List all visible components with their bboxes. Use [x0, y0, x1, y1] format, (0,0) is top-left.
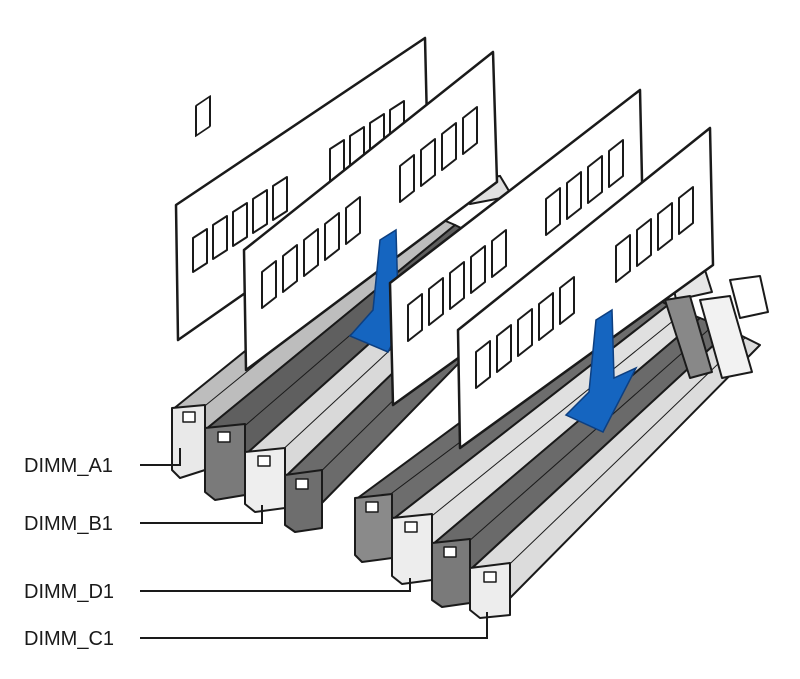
label-dimm-a1: DIMM_A1	[24, 455, 113, 477]
label-dimm-d1: DIMM_D1	[24, 581, 114, 603]
memory-module-front-left	[242, 50, 499, 372]
latch-d1	[391, 513, 433, 585]
leader-lines	[140, 448, 488, 639]
label-dimm-c1: DIMM_C1	[24, 628, 114, 650]
down-arrow-icon	[564, 308, 638, 433]
memory-module-front-right	[456, 126, 715, 450]
leader-dimm-a1	[140, 448, 181, 466]
leader-dimm-c1	[140, 612, 488, 639]
latch-c1	[469, 562, 511, 619]
leader-dimm-b1	[140, 505, 263, 524]
latch-c2	[431, 538, 471, 608]
right-bank-rear-latches	[664, 269, 769, 379]
latch-a2	[284, 469, 323, 533]
latch-b1	[204, 423, 246, 501]
label-dimm-b1: DIMM_B1	[24, 513, 113, 535]
leader-dimm-d1	[140, 578, 411, 592]
latch-d2	[354, 493, 393, 563]
latch-b2	[244, 447, 286, 513]
